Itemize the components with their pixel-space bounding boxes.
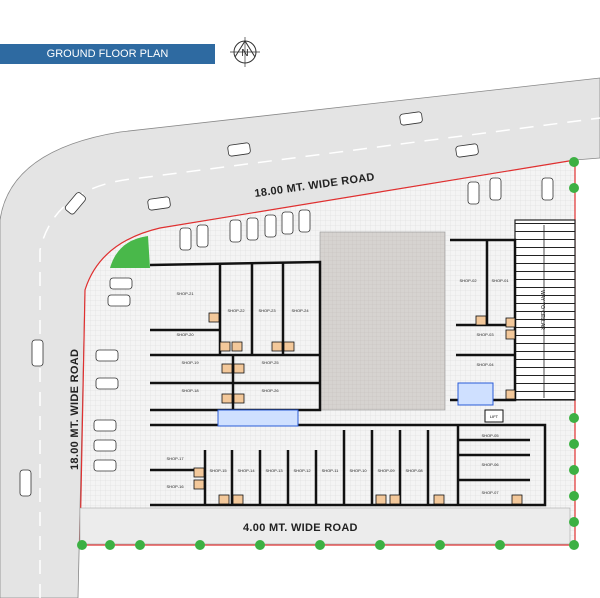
shop-label: SHOP-22 bbox=[227, 308, 245, 313]
lift bbox=[484, 409, 504, 423]
north-label: N bbox=[241, 48, 248, 59]
shop-label: SHOP-19 bbox=[181, 360, 199, 365]
shop-label: SHOP-03 bbox=[476, 332, 494, 337]
shop-label: SHOP-23 bbox=[258, 308, 276, 313]
cellar-ramp bbox=[514, 219, 576, 401]
shop-label: SHOP-18 bbox=[181, 388, 199, 393]
tree-icons bbox=[77, 157, 579, 550]
lift-label: LIFT bbox=[490, 414, 499, 419]
shop-label: SHOP-11 bbox=[322, 468, 340, 473]
page-title: GROUND FLOOR PLAN bbox=[0, 44, 215, 64]
shop-label: SHOP-04 bbox=[476, 362, 494, 367]
shop-label: SHOP-06 bbox=[481, 462, 499, 467]
shop-label: SHOP-17 bbox=[166, 456, 184, 461]
staircase bbox=[217, 409, 299, 427]
bottom-road-label: 4.00 MT. WIDE ROAD bbox=[243, 522, 358, 534]
shop-label: SHOP-24 bbox=[291, 308, 309, 313]
shop-label: SHOP-12 bbox=[293, 468, 311, 473]
shop-label: SHOP-15 bbox=[209, 468, 227, 473]
shop-label: SHOP-16 bbox=[166, 484, 184, 489]
shop-label: SHOP-07 bbox=[481, 490, 499, 495]
shop-label: SHOP-25 bbox=[261, 360, 279, 365]
toilet-blocks bbox=[193, 312, 523, 505]
shop-label: SHOP-13 bbox=[265, 468, 283, 473]
left-road-label: 18.00 MT. WIDE ROAD bbox=[69, 349, 81, 470]
shop-label: SHOP-05 bbox=[481, 433, 499, 438]
shop-label: SHOP-08 bbox=[405, 468, 423, 473]
shop-label: SHOP-20 bbox=[176, 332, 194, 337]
internal-road bbox=[79, 507, 571, 545]
shop-label: SHOP-14 bbox=[237, 468, 255, 473]
shop-label: SHOP-09 bbox=[377, 468, 395, 473]
ramp-label: WAY TO CELLAR bbox=[539, 290, 545, 330]
shop-label: SHOP-01 bbox=[491, 278, 509, 283]
shop-label: SHOP-02 bbox=[459, 278, 477, 283]
shop-labels: SHOP-21 SHOP-22 SHOP-23 SHOP-24 SHOP-20 … bbox=[166, 278, 509, 495]
road-cars bbox=[19, 111, 479, 497]
shop-label: SHOP-21 bbox=[176, 291, 194, 296]
courtyard bbox=[319, 231, 446, 411]
north-arrow-icon: N bbox=[230, 37, 260, 67]
shop-label: SHOP-26 bbox=[261, 388, 279, 393]
shop-label: SHOP-10 bbox=[349, 468, 367, 473]
parked-cars bbox=[93, 177, 554, 472]
staircase bbox=[457, 382, 494, 406]
